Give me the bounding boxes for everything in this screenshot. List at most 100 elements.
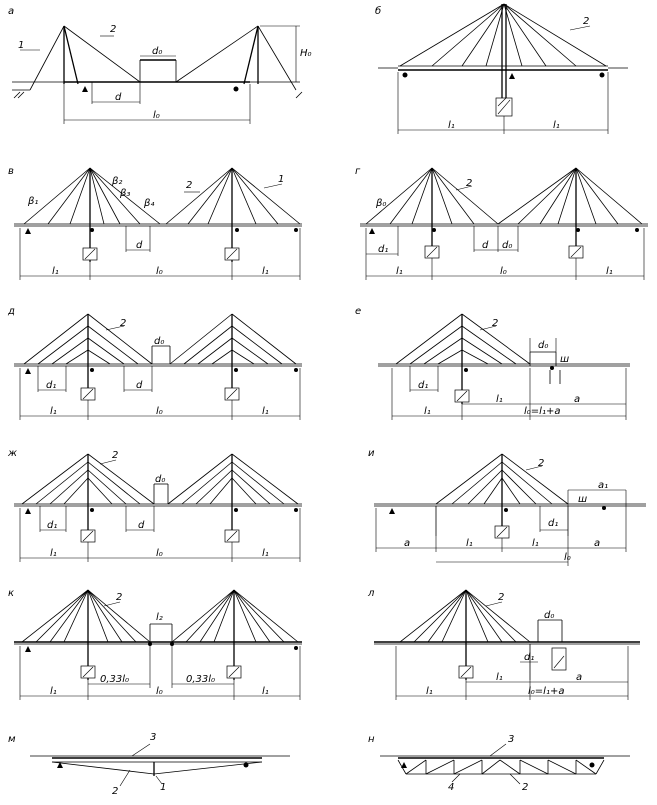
label-2: 2 xyxy=(583,16,589,27)
panel-letter: б xyxy=(375,5,381,17)
label-d1: d₁ xyxy=(524,652,534,663)
label-beta2: β₂ xyxy=(111,176,122,187)
label-d1: d₁ xyxy=(47,520,57,531)
label-3: 3 xyxy=(508,734,514,745)
panel-letter: а xyxy=(8,6,14,17)
label-d0: d₀ xyxy=(152,46,162,57)
label-d0: d₀ xyxy=(155,474,165,485)
label-d: d xyxy=(115,92,122,103)
label-sh: ш xyxy=(578,494,587,505)
panel-letter: и xyxy=(368,448,375,459)
label-d1: d₁ xyxy=(418,380,428,391)
label-d0: d₀ xyxy=(538,340,548,351)
panel-letter: г xyxy=(355,166,361,177)
label-2: 2 xyxy=(120,318,126,329)
label-l1-left: l₁ xyxy=(52,266,59,277)
panel-letter: в xyxy=(8,166,14,177)
label-beta1: β₁ xyxy=(27,196,38,207)
label-l1-right: l₁ xyxy=(262,406,269,417)
label-d1: d₁ xyxy=(378,244,388,255)
panel-l: л 2 d₀ d₁ l₁ l₁ a l₀=l xyxy=(367,588,640,700)
label-2: 2 xyxy=(112,786,118,797)
label-l1-right: l₁ xyxy=(262,686,269,697)
panel-letter: м xyxy=(8,734,16,745)
label-4: 4 xyxy=(448,782,454,793)
label-l0: l₀ xyxy=(564,552,571,563)
label-l1-left: l₁ xyxy=(50,406,57,417)
label-l1-left: l₁ xyxy=(466,538,473,549)
label-l2: l₂ xyxy=(156,612,163,623)
label-d0: d₀ xyxy=(502,240,512,251)
panel-i: и 2 a₁ ш d₁ a l₁ xyxy=(368,448,646,566)
label-l1-right: l₁ xyxy=(262,266,269,277)
label-2: 2 xyxy=(492,318,498,329)
panel-a: а 1 xyxy=(8,6,312,124)
label-d: d xyxy=(136,380,143,391)
label-1: 1 xyxy=(18,40,24,51)
panel-letter: ж xyxy=(7,448,17,459)
label-2: 2 xyxy=(186,180,192,191)
label-033l0-right: 0,33l₀ xyxy=(186,674,215,685)
label-d: d xyxy=(136,240,143,251)
label-d0: d₀ xyxy=(154,336,164,347)
panel-v: в 2 xyxy=(8,166,302,280)
panel-m: м 3 2 1 xyxy=(8,732,290,797)
label-l1-right: l₁ xyxy=(553,120,560,131)
panel-n: н 3 4 2 xyxy=(368,734,630,793)
label-l1-mid: l₁ xyxy=(496,394,503,405)
label-d1: d₁ xyxy=(46,380,56,391)
label-2: 2 xyxy=(538,458,544,469)
label-l1-right: l₁ xyxy=(606,266,613,277)
label-2: 2 xyxy=(112,450,118,461)
label-l0: l₀ xyxy=(156,686,163,697)
label-l1-mid: l₁ xyxy=(496,672,503,683)
label-l0-sum: l₀=l₁+a xyxy=(524,406,560,417)
label-2: 2 xyxy=(498,592,504,603)
label-beta4: β₄ xyxy=(143,198,154,209)
label-2: 2 xyxy=(110,24,116,35)
label-l0: l₀ xyxy=(156,266,163,277)
panel-letter: к xyxy=(8,588,14,599)
panel-zh: ж xyxy=(7,448,302,562)
label-l0: l₀ xyxy=(500,266,507,277)
label-l1-right: l₁ xyxy=(532,538,539,549)
panel-letter: л xyxy=(367,588,375,599)
panel-g: г xyxy=(355,166,648,280)
label-d: d xyxy=(482,240,489,251)
label-a: a xyxy=(576,672,582,683)
panel-letter: н xyxy=(368,734,375,745)
label-2: 2 xyxy=(466,178,472,189)
label-H0: H₀ xyxy=(300,48,312,59)
label-l0-sum: l₀=l₁+a xyxy=(528,686,564,697)
label-a-left: a xyxy=(404,538,410,549)
label-3: 3 xyxy=(150,732,156,743)
panel-b: б 2 l₁ l₁ xyxy=(375,3,628,134)
label-beta0: β₀ xyxy=(375,198,386,209)
label-l0: l₀ xyxy=(156,406,163,417)
label-l1-left: l₁ xyxy=(426,686,433,697)
panel-k: к xyxy=(8,588,302,700)
label-l1-left: l₁ xyxy=(396,266,403,277)
panel-letter: д xyxy=(7,306,15,317)
label-l1-left: l₁ xyxy=(50,686,57,697)
label-d0: d₀ xyxy=(544,610,554,621)
label-beta3: β₃ xyxy=(119,188,130,199)
label-sh: ш xyxy=(560,354,569,365)
label-l1-right: l₁ xyxy=(262,548,269,559)
label-1: 1 xyxy=(278,174,284,185)
label-l0: l₀ xyxy=(156,548,163,559)
label-l1-left: l₁ xyxy=(448,120,455,131)
label-l1-left: l₁ xyxy=(424,406,431,417)
panel-letter: е xyxy=(355,306,361,317)
label-2: 2 xyxy=(116,592,122,603)
label-2: 2 xyxy=(522,782,528,793)
label-d1: d₁ xyxy=(548,518,558,529)
label-a1: a₁ xyxy=(598,480,608,491)
label-a-right: a xyxy=(594,538,600,549)
label-033l0-left: 0,33l₀ xyxy=(100,674,129,685)
label-a: a xyxy=(574,394,580,405)
label-d: d xyxy=(138,520,145,531)
label-l1-left: l₁ xyxy=(50,548,57,559)
label-1: 1 xyxy=(160,782,166,793)
